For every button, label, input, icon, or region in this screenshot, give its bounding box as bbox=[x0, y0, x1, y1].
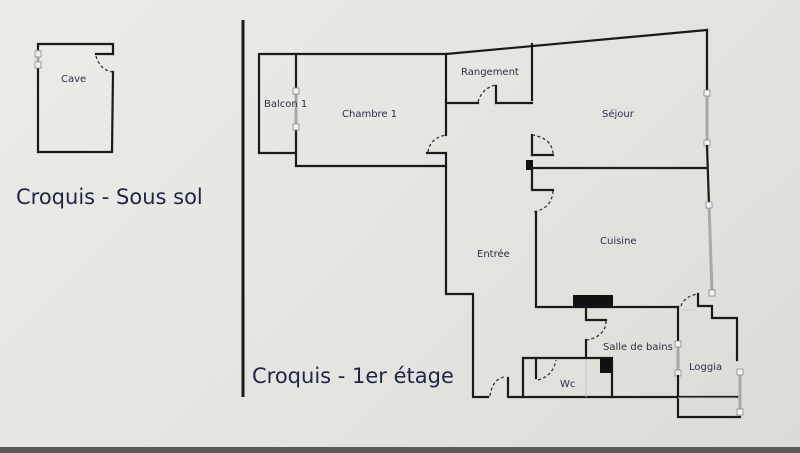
room-label-chambre: Chambre 1 bbox=[342, 109, 398, 120]
room-label-balcon: Balcon 1 bbox=[264, 99, 308, 110]
room-label-cuisine: Cuisine bbox=[600, 236, 637, 247]
room-label-entree: Entrée bbox=[477, 249, 510, 260]
first-floor-title: Croquis - 1er étage bbox=[252, 364, 454, 388]
room-label-cave: Cave bbox=[61, 74, 87, 85]
room-label-loggia: Loggia bbox=[689, 362, 723, 373]
first-floor-walls bbox=[257, 28, 744, 419]
room-label-rangement: Rangement bbox=[461, 67, 519, 78]
room-label-sejour: Séjour bbox=[602, 109, 634, 120]
room-label-salle-de-bains: Salle de bains bbox=[603, 342, 673, 353]
basement-title: Croquis - Sous sol bbox=[16, 185, 203, 209]
room-label-wc: Wc bbox=[560, 379, 576, 390]
paper-edge-shadow bbox=[0, 447, 800, 453]
cave-outline bbox=[34, 42, 115, 154]
